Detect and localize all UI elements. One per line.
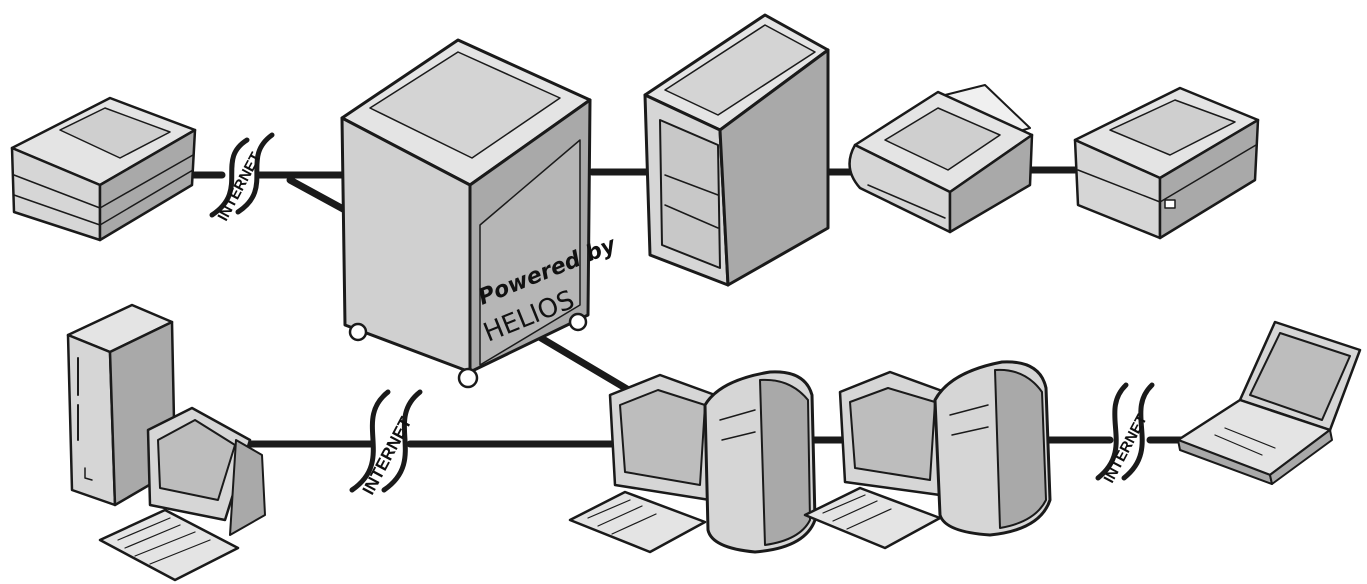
mac-workstation-icon — [568, 370, 817, 554]
laser-printer-icon — [1073, 86, 1260, 240]
network-cables — [186, 166, 1189, 448]
laptop-icon — [1176, 320, 1362, 485]
file-server-tower-icon — [643, 13, 830, 287]
internet-link-top-left: INTERNET — [209, 132, 275, 224]
laser-printer-icon — [10, 96, 197, 242]
inkjet-printer-icon — [848, 84, 1034, 234]
cable-server-to-workstations — [532, 331, 636, 396]
pc-tower-workstation-icon — [66, 303, 266, 582]
helios-server-icon: Powered by HELIOS — [340, 38, 621, 389]
mac-workstation-icon — [803, 360, 1052, 550]
internet-link-bottom-right: INTERNET — [1095, 382, 1155, 486]
cable-internet-to-server-branch — [286, 176, 349, 214]
